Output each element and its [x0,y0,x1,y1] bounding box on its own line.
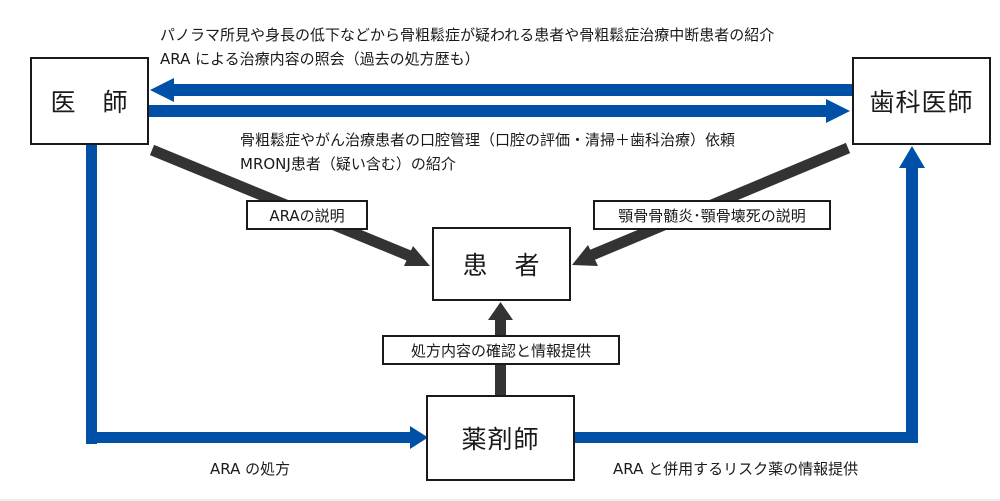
edge-text-doctor-to-dentist-2: MRONJ患者（疑い含む）の紹介 [240,155,456,173]
edge-text-dentist-to-doctor-1: パノラマ所見や身長の低下などから骨粗鬆症が疑われる患者や骨粗鬆症治療中断患者の紹… [160,26,775,44]
node-doctor-label: 医 師 [50,88,129,117]
edge-text-doctor-to-dentist-1: 骨粗鬆症やがん治療患者の口腔管理（口腔の評価・清掃＋歯科治療）依頼 [240,131,736,149]
node-patient-label: 患 者 [462,251,541,280]
node-dentist-label: 歯科医師 [869,88,974,117]
arrow-doctor-to-dentist [148,99,850,123]
node-patient: 患 者 [432,227,571,301]
node-doctor: 医 師 [30,57,149,145]
edge-label-doctor-to-patient: ARAの説明 [246,200,368,230]
edge-label-pharmacist-to-patient: 処方内容の確認と情報提供 [382,335,620,365]
edge-text-pharmacist-to-dentist: ARA と併用するリスク薬の情報提供 [613,460,859,478]
bottom-border [0,499,1000,501]
arrow-dentist-to-doctor [150,78,852,102]
arrow-pharmacist-to-dentist [574,146,925,443]
node-pharmacist: 薬剤師 [426,395,575,481]
arrow-doctor-to-pharmacist [86,144,428,449]
edge-text-doctor-to-pharmacist: ARA の処方 [210,460,291,478]
edge-label-dentist-to-patient: 顎骨骨髄炎･顎骨壊死の説明 [593,200,831,230]
edge-text-dentist-to-doctor-2: ARA による治療内容の照会（過去の処方歴も） [160,50,480,68]
node-pharmacist-label: 薬剤師 [461,425,540,454]
node-dentist: 歯科医師 [852,57,991,145]
